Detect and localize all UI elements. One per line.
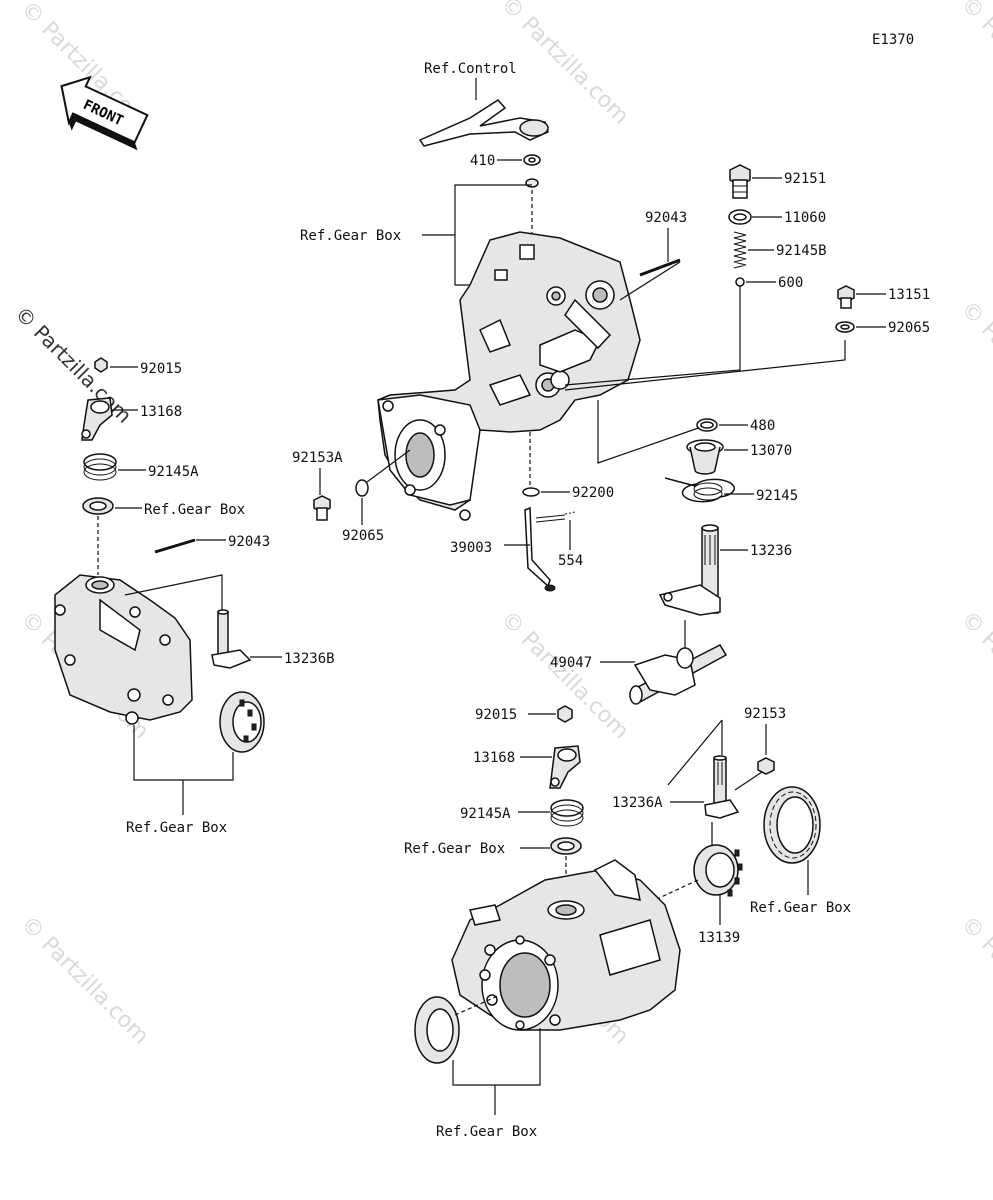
watermarks: © Partzilla.com © Partzilla.com © Partzi… bbox=[16, 0, 993, 1049]
label-92145A-left: 92145A bbox=[148, 464, 199, 480]
seal-left bbox=[82, 497, 114, 515]
label-92200: 92200 bbox=[572, 485, 614, 501]
gear-box-housing-left bbox=[54, 574, 193, 725]
label-ref-gear-box-center: Ref.Gear Box bbox=[404, 841, 505, 857]
shaft-13236B bbox=[211, 609, 252, 669]
bearing-right bbox=[763, 786, 821, 864]
seal-bottom-left bbox=[414, 996, 460, 1064]
label-410: 410 bbox=[470, 153, 495, 169]
watermark-10: © Partzilla.com bbox=[956, 912, 993, 1050]
watermark-8: © Partzilla.com bbox=[956, 297, 993, 435]
lever-13168-left bbox=[81, 397, 113, 441]
gear-box-housing-upper bbox=[377, 231, 641, 521]
washer-92065-left bbox=[355, 479, 369, 497]
label-13151: 13151 bbox=[888, 287, 930, 303]
label-92145A-center: 92145A bbox=[460, 806, 511, 822]
label-13236A: 13236A bbox=[612, 795, 663, 811]
label-554: 554 bbox=[558, 553, 583, 569]
pin-92043-top bbox=[639, 258, 681, 277]
control-lever bbox=[418, 99, 549, 147]
spring-92145A-center bbox=[550, 799, 584, 827]
bushing-13070 bbox=[686, 439, 724, 475]
bolt-92151 bbox=[729, 164, 751, 199]
label-49047: 49047 bbox=[550, 655, 592, 671]
label-92065-left: 92065 bbox=[342, 528, 384, 544]
bolt-92153A bbox=[313, 495, 331, 521]
label-ref-gear-box-right: Ref.Gear Box bbox=[750, 900, 851, 916]
watermark-3: © Partzilla.com bbox=[496, 607, 634, 745]
label-13070: 13070 bbox=[750, 443, 792, 459]
label-92153A: 92153A bbox=[292, 450, 343, 466]
label-ref-gear-box-top: Ref.Gear Box bbox=[300, 228, 401, 244]
nut-92015-left bbox=[94, 357, 108, 373]
label-11060: 11060 bbox=[784, 210, 826, 226]
label-92153: 92153 bbox=[744, 706, 786, 722]
front-arrow-icon: FRONT bbox=[60, 75, 149, 151]
label-92145B: 92145B bbox=[776, 243, 827, 259]
pin-92043-left bbox=[154, 538, 196, 554]
watermark-side: © Partzilla.com bbox=[10, 302, 136, 428]
label-92015-left: 92015 bbox=[140, 361, 182, 377]
nut-top bbox=[525, 178, 539, 188]
label-92015-center: 92015 bbox=[475, 707, 517, 723]
spring-92145 bbox=[664, 477, 736, 503]
label-13236: 13236 bbox=[750, 543, 792, 559]
label-92065-right: 92065 bbox=[888, 320, 930, 336]
label-ref-gear-box-bottom: Ref.Gear Box bbox=[436, 1124, 537, 1140]
label-13236B: 13236B bbox=[284, 651, 335, 667]
washer-92200 bbox=[522, 487, 540, 497]
label-13168-center: 13168 bbox=[473, 750, 515, 766]
label-92151: 92151 bbox=[784, 171, 826, 187]
diagram-code: E1370 bbox=[872, 32, 914, 48]
label-92145: 92145 bbox=[756, 488, 798, 504]
seal-center bbox=[550, 837, 582, 855]
bolt-92153 bbox=[734, 757, 775, 791]
label-ref-gear-box-left: Ref.Gear Box bbox=[144, 502, 245, 518]
gear-left bbox=[219, 691, 265, 753]
shift-fork-49047 bbox=[629, 644, 728, 705]
label-92043-top: 92043 bbox=[645, 210, 687, 226]
wire-39003 bbox=[524, 506, 576, 592]
label-ref-gear-box-left-bottom: Ref.Gear Box bbox=[126, 820, 227, 836]
shaft-13236A bbox=[704, 755, 740, 819]
label-39003: 39003 bbox=[450, 540, 492, 556]
ball-600 bbox=[735, 277, 745, 287]
label-13168-left: 13168 bbox=[140, 404, 182, 420]
label-600: 600 bbox=[778, 275, 803, 291]
label-13139: 13139 bbox=[698, 930, 740, 946]
gear-13139 bbox=[693, 844, 743, 897]
spring-92145A-left bbox=[83, 453, 117, 481]
lever-13168-center bbox=[549, 745, 581, 789]
watermark-7: © Partzilla.com bbox=[956, 0, 993, 129]
label-ref-control: Ref.Control bbox=[424, 61, 517, 77]
label-480: 480 bbox=[750, 418, 775, 434]
shaft-13236 bbox=[658, 524, 721, 616]
spring-92145B bbox=[733, 231, 747, 269]
nut-92015-center bbox=[557, 705, 573, 723]
gear-box-housing-lower bbox=[451, 859, 681, 1031]
watermark-9: © Partzilla.com bbox=[956, 607, 993, 745]
watermark-5: © Partzilla.com bbox=[16, 912, 154, 1050]
bolt-13151 bbox=[837, 285, 855, 309]
label-92043-left: 92043 bbox=[228, 534, 270, 550]
